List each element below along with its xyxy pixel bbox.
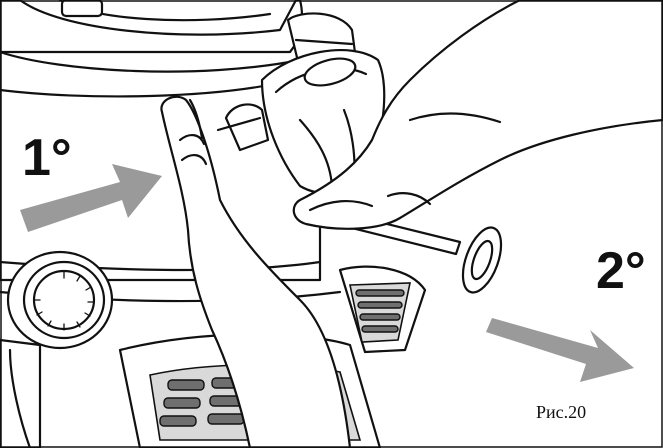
selector-knob [8,252,112,348]
step-1-label: 1° [22,129,72,187]
arrow-down-right-icon [486,318,634,382]
step-2-label: 2° [596,242,646,300]
machine-base [0,340,40,448]
cup-grille [340,267,425,352]
figure-caption: Рис.20 [536,402,586,422]
machine-top-cover [0,0,302,52]
